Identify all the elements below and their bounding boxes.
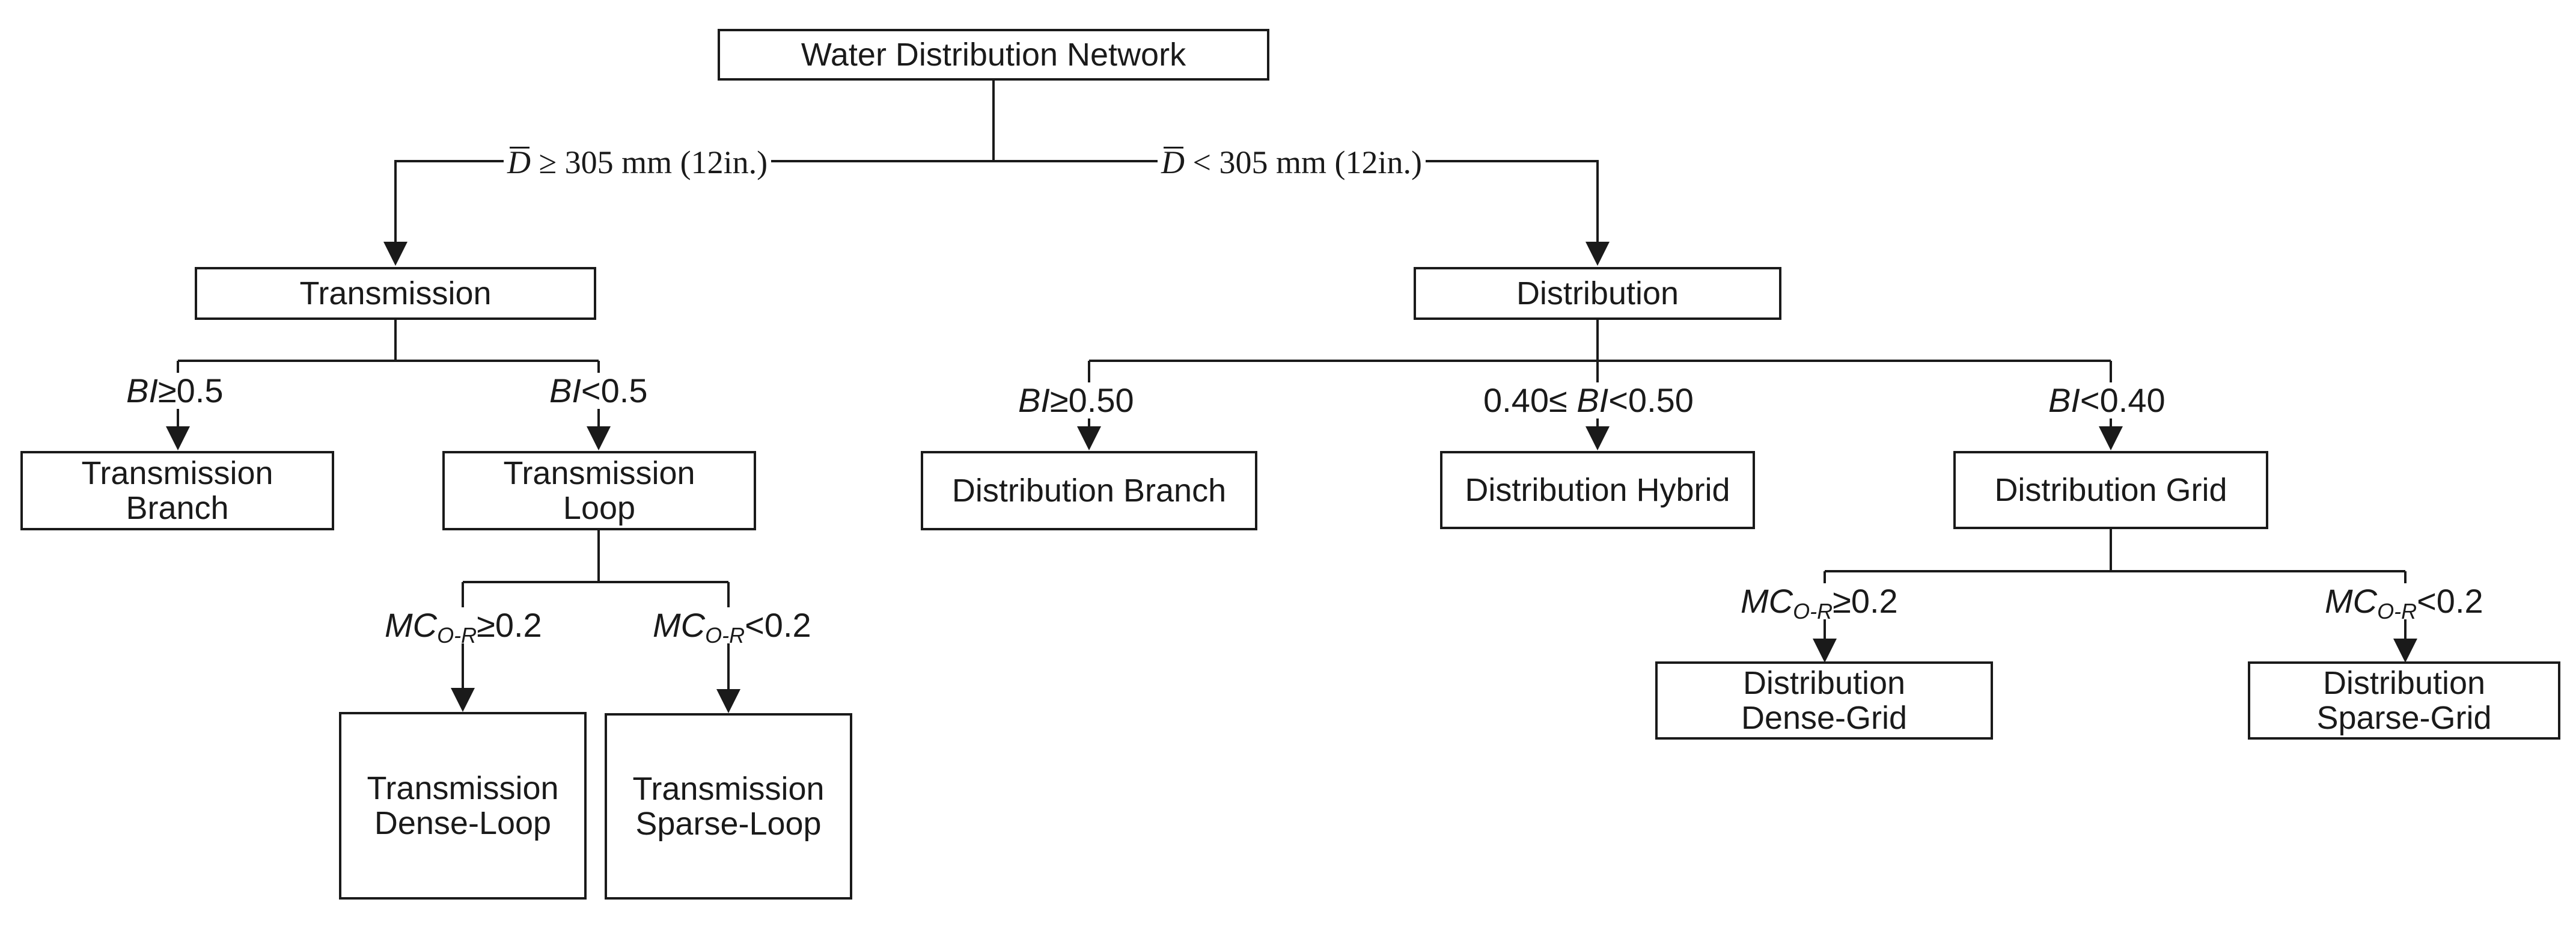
mc-symbol: MC	[653, 606, 706, 644]
mc-subscript: O-R	[1793, 599, 1833, 624]
condition-diameter-ge-305: D ≥ 305 mm (12in.)	[504, 144, 772, 180]
node-label: Distribution	[1516, 275, 1679, 311]
condition-text: ≥0.2	[477, 606, 542, 644]
bi-symbol: BI	[2048, 381, 2080, 419]
condition-dist-bi-lt: BI<0.40	[2045, 382, 2169, 419]
node-label: Distribution Hybrid	[1465, 472, 1730, 508]
mc-subscript: O-R	[2377, 599, 2417, 624]
bi-symbol: BI	[1018, 381, 1050, 419]
node-transmission-branch: Transmission Branch	[20, 451, 334, 530]
diameter-symbol: D	[507, 144, 531, 180]
edge-root-to-transmission	[383, 160, 993, 266]
condition-trans-bi-lt: BI<0.5	[546, 372, 652, 409]
condition-diameter-lt-305: D < 305 mm (12in.)	[1158, 144, 1426, 180]
node-label: Transmission Loop	[503, 455, 695, 526]
node-label: Transmission	[299, 275, 492, 311]
condition-text: < 305 mm (12in.)	[1192, 144, 1422, 180]
mc-symbol: MC	[2325, 582, 2378, 620]
condition-loop-mc-lt: MCO-R<0.2	[649, 606, 815, 646]
condition-text: <0.50	[1608, 381, 1694, 419]
condition-text: ≥0.5	[157, 372, 224, 409]
condition-text: ≥ 305 mm (12in.)	[539, 144, 768, 180]
bi-symbol: BI	[126, 372, 158, 409]
condition-text: ≥0.50	[1049, 381, 1134, 419]
node-transmission: Transmission	[195, 267, 596, 320]
node-label: Distribution Dense-Grid	[1741, 665, 1908, 736]
node-transmission-loop: Transmission Loop	[442, 451, 756, 530]
condition-prefix: 0.40≤	[1483, 381, 1577, 419]
node-distribution: Distribution	[1414, 267, 1781, 320]
condition-text: ≥0.2	[1833, 582, 1898, 620]
node-label: Water Distribution Network	[801, 37, 1186, 73]
condition-dist-bi-ge: BI≥0.50	[1015, 382, 1138, 419]
node-distribution-branch: Distribution Branch	[921, 451, 1257, 530]
node-label: Distribution Grid	[1994, 472, 2227, 508]
node-transmission-sparse-loop: Transmission Sparse-Loop	[605, 713, 852, 900]
node-label: Transmission Dense-Loop	[367, 770, 559, 841]
diameter-symbol: D	[1161, 144, 1185, 180]
bi-symbol: BI	[1576, 381, 1609, 419]
node-label: Transmission Sparse-Loop	[632, 771, 825, 842]
condition-text: <0.2	[745, 606, 811, 644]
node-transmission-dense-loop: Transmission Dense-Loop	[339, 712, 587, 900]
condition-text: <0.40	[2080, 381, 2165, 419]
condition-text: <0.2	[2417, 582, 2483, 620]
node-label: Distribution Sparse-Grid	[2316, 665, 2492, 736]
node-distribution-hybrid: Distribution Hybrid	[1440, 451, 1755, 529]
node-water-distribution-network: Water Distribution Network	[718, 29, 1269, 81]
mc-subscript: O-R	[437, 623, 477, 648]
condition-loop-mc-ge: MCO-R≥0.2	[381, 606, 546, 646]
mc-subscript: O-R	[705, 623, 745, 648]
condition-text: <0.5	[581, 372, 648, 409]
node-label: Distribution Branch	[951, 473, 1227, 509]
node-distribution-grid: Distribution Grid	[1953, 451, 2268, 529]
condition-trans-bi-ge: BI≥0.5	[123, 373, 227, 409]
condition-dist-bi-mid: 0.40≤ BI<0.50	[1480, 382, 1697, 419]
node-distribution-sparse-grid: Distribution Sparse-Grid	[2248, 661, 2560, 740]
node-label: Transmission Branch	[81, 455, 273, 526]
bi-symbol: BI	[549, 372, 581, 409]
mc-symbol: MC	[1741, 582, 1793, 620]
mc-symbol: MC	[385, 606, 438, 644]
node-distribution-dense-grid: Distribution Dense-Grid	[1655, 661, 1993, 740]
condition-grid-mc-lt: MCO-R<0.2	[2321, 582, 2487, 622]
condition-grid-mc-ge: MCO-R≥0.2	[1737, 582, 1902, 622]
